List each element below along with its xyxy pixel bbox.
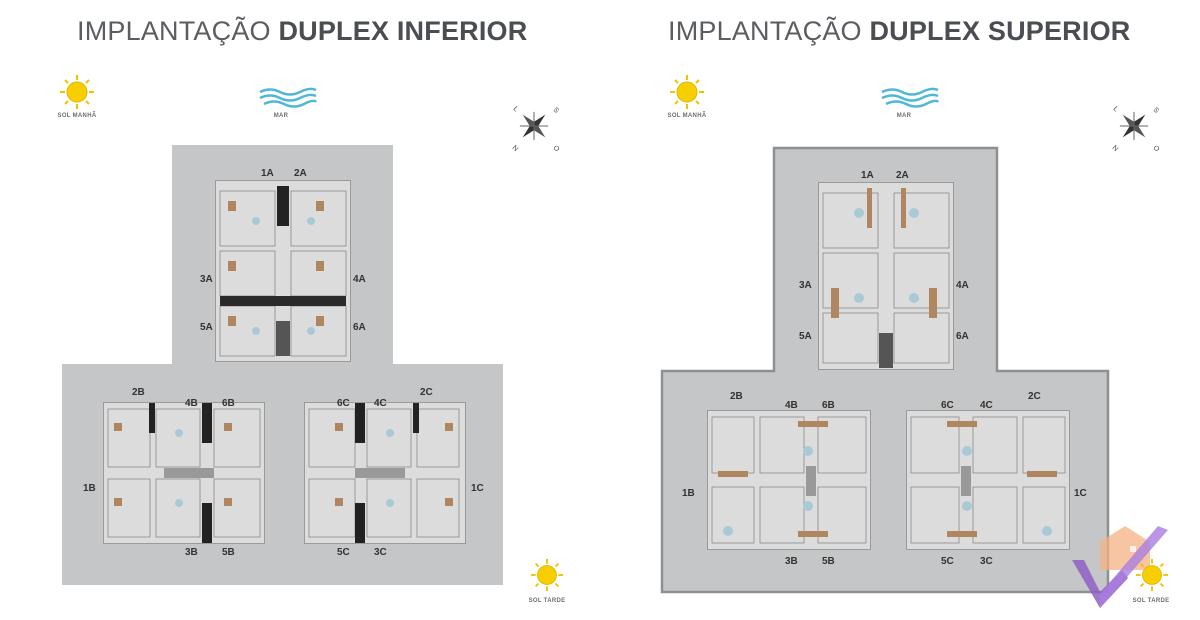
unit-label: 4B (185, 398, 198, 409)
panel-title: IMPLANTAÇÃO DUPLEX INFERIOR (77, 16, 527, 47)
unit-label: 6A (956, 331, 969, 342)
sol-tarde-label: SOL TARDE (1132, 598, 1170, 604)
duplex-inferior-panel: IMPLANTAÇÃO DUPLEX INFERIOR SOL MANHÃ MA… (57, 16, 566, 604)
unit-label: 2C (1028, 391, 1041, 402)
tower-b-plan (103, 402, 265, 544)
svg-text:O: O (552, 144, 561, 152)
unit-label: 1A (261, 168, 274, 179)
unit-label: 3A (799, 280, 812, 291)
unit-label: 4B (785, 400, 798, 411)
unit-label: 2B (730, 391, 743, 402)
sea-wave-icon (881, 87, 940, 108)
unit-label: 2B (132, 387, 145, 398)
unit-label: 4A (353, 274, 366, 285)
unit-label: 1A (861, 170, 874, 181)
unit-label: 5A (799, 331, 812, 342)
sol-manha-label: SOL MANHÃ (667, 113, 707, 119)
svg-text:L: L (1112, 105, 1120, 113)
mar-label: MAR (896, 113, 912, 119)
unit-label: 6A (353, 322, 366, 333)
tower-c-plan (906, 410, 1070, 550)
unit-label: 6C (337, 398, 350, 409)
svg-text:S: S (1152, 106, 1160, 114)
title-light: IMPLANTAÇÃO (668, 16, 862, 46)
unit-label: 5A (200, 322, 213, 333)
unit-label: 1B (682, 488, 695, 499)
svg-text:S: S (552, 106, 560, 114)
unit-label: 2A (896, 170, 909, 181)
unit-label: 5C (337, 547, 350, 558)
unit-label: 6B (222, 398, 235, 409)
unit-label: 2C (420, 387, 433, 398)
compass-rose-icon: L S N O (511, 105, 561, 152)
title-bold: DUPLEX SUPERIOR (869, 16, 1131, 46)
tower-c-plan (304, 402, 466, 544)
unit-label: 4A (956, 280, 969, 291)
unit-label: 2A (294, 168, 307, 179)
sun-icon (670, 75, 704, 109)
compass-rose-icon: L S N O (1111, 105, 1161, 152)
unit-label: 1C (1074, 488, 1087, 499)
sea-wave-icon (259, 87, 318, 108)
tower-b-plan (707, 410, 871, 550)
duplex-superior-panel: IMPLANTAÇÃO DUPLEX SUPERIOR SOL MANHÃ MA… (600, 0, 1200, 620)
sol-tarde-label: SOL TARDE (528, 598, 566, 604)
unit-label: 5B (222, 547, 235, 558)
sun-icon (60, 75, 94, 109)
mar-label: MAR (273, 113, 289, 119)
unit-label: 6C (941, 400, 954, 411)
tower-a-plan (818, 182, 954, 370)
unit-label: 1C (471, 483, 484, 494)
unit-label: 3B (185, 547, 198, 558)
unit-label: 1B (83, 483, 96, 494)
svg-text:N: N (1111, 144, 1120, 152)
svg-text:O: O (1152, 144, 1161, 152)
svg-text:N: N (511, 144, 520, 152)
title-light: IMPLANTAÇÃO (77, 16, 271, 46)
title-bold: DUPLEX INFERIOR (278, 16, 528, 46)
watermark-logo-icon (1072, 526, 1168, 608)
unit-label: 3C (980, 556, 993, 567)
svg-text:L: L (512, 105, 520, 113)
unit-label: 4C (980, 400, 993, 411)
unit-label: 3C (374, 547, 387, 558)
unit-label: 5B (822, 556, 835, 567)
unit-label: 5C (941, 556, 954, 567)
sol-manha-label: SOL MANHÃ (57, 113, 97, 119)
panel-title: IMPLANTAÇÃO DUPLEX SUPERIOR (668, 16, 1130, 47)
sun-icon (530, 558, 564, 592)
unit-label: 3B (785, 556, 798, 567)
sun-icon (1135, 558, 1169, 592)
unit-label: 4C (374, 398, 387, 409)
tower-a-plan (215, 180, 351, 362)
unit-label: 3A (200, 274, 213, 285)
unit-label: 6B (822, 400, 835, 411)
